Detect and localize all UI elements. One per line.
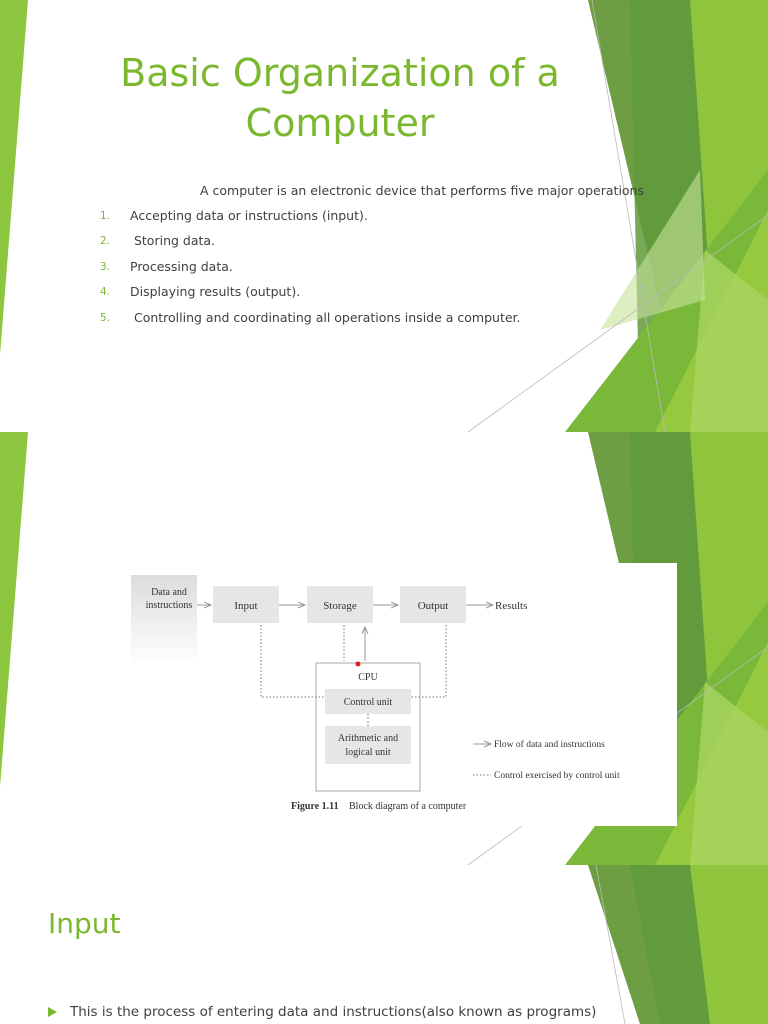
storage-box [307, 586, 373, 623]
slide-title: Basic Organization of a Computer [60, 48, 620, 148]
caption-text: Block diagram of a computer [349, 801, 467, 812]
data-label-1: Data and [151, 587, 187, 598]
list-number: 4. [100, 286, 111, 299]
alu-label-2: logical unit [345, 747, 390, 758]
data-label-2: instructions [146, 600, 193, 611]
storage-label: Storage [323, 600, 357, 612]
list-number: 1. [100, 210, 111, 222]
list-number: 2. [100, 235, 111, 248]
alu-box [325, 726, 411, 764]
block-diagram: Data and instructions Input Storage Outp… [131, 563, 677, 826]
intro-text: A computer is an electronic device that … [200, 183, 644, 198]
list-text: Processing data. [130, 258, 233, 274]
title-line-2: Computer [245, 101, 435, 145]
output-box [400, 586, 466, 623]
list-text: Accepting data or instructions (input). [130, 208, 368, 223]
output-label: Output [418, 600, 449, 612]
cpu-label: CPU [358, 672, 378, 683]
legend-flow: Flow of data and instructions [494, 739, 605, 750]
green-decoration [588, 865, 768, 1024]
legend-control: Control exercised by control unit [494, 771, 620, 781]
list-number: 3. [100, 260, 111, 273]
title-line-1: Basic Organization of a [120, 51, 560, 95]
slide-3: Input This is the process of entering da… [0, 865, 768, 1024]
list-text: Controlling and coordinating all operati… [130, 309, 521, 325]
results-label: Results [495, 600, 527, 612]
list-text: Displaying results (output). [130, 284, 301, 300]
control-unit-box [325, 689, 411, 714]
caption-number: Figure 1.11 [291, 801, 339, 812]
control-lines [260, 625, 447, 726]
list-number: 5. [100, 311, 111, 324]
section-heading: Input [48, 907, 121, 940]
input-box [213, 586, 279, 623]
slide-2: Data and instructions Input Storage Outp… [0, 432, 768, 865]
control-unit-label: Control unit [344, 697, 393, 708]
bullet-text: This is the process of entering data and… [70, 1004, 597, 1020]
alu-label-1: Arithmetic and [338, 733, 398, 744]
list-text: Storing data. [130, 233, 216, 249]
data-source-shade [131, 575, 197, 665]
slide-1: Basic Organization of a Computer A compu… [0, 0, 768, 432]
input-label: Input [234, 600, 257, 612]
triangle-bullet-icon [48, 1007, 57, 1017]
green-decoration [0, 0, 768, 432]
red-marker [355, 661, 361, 667]
